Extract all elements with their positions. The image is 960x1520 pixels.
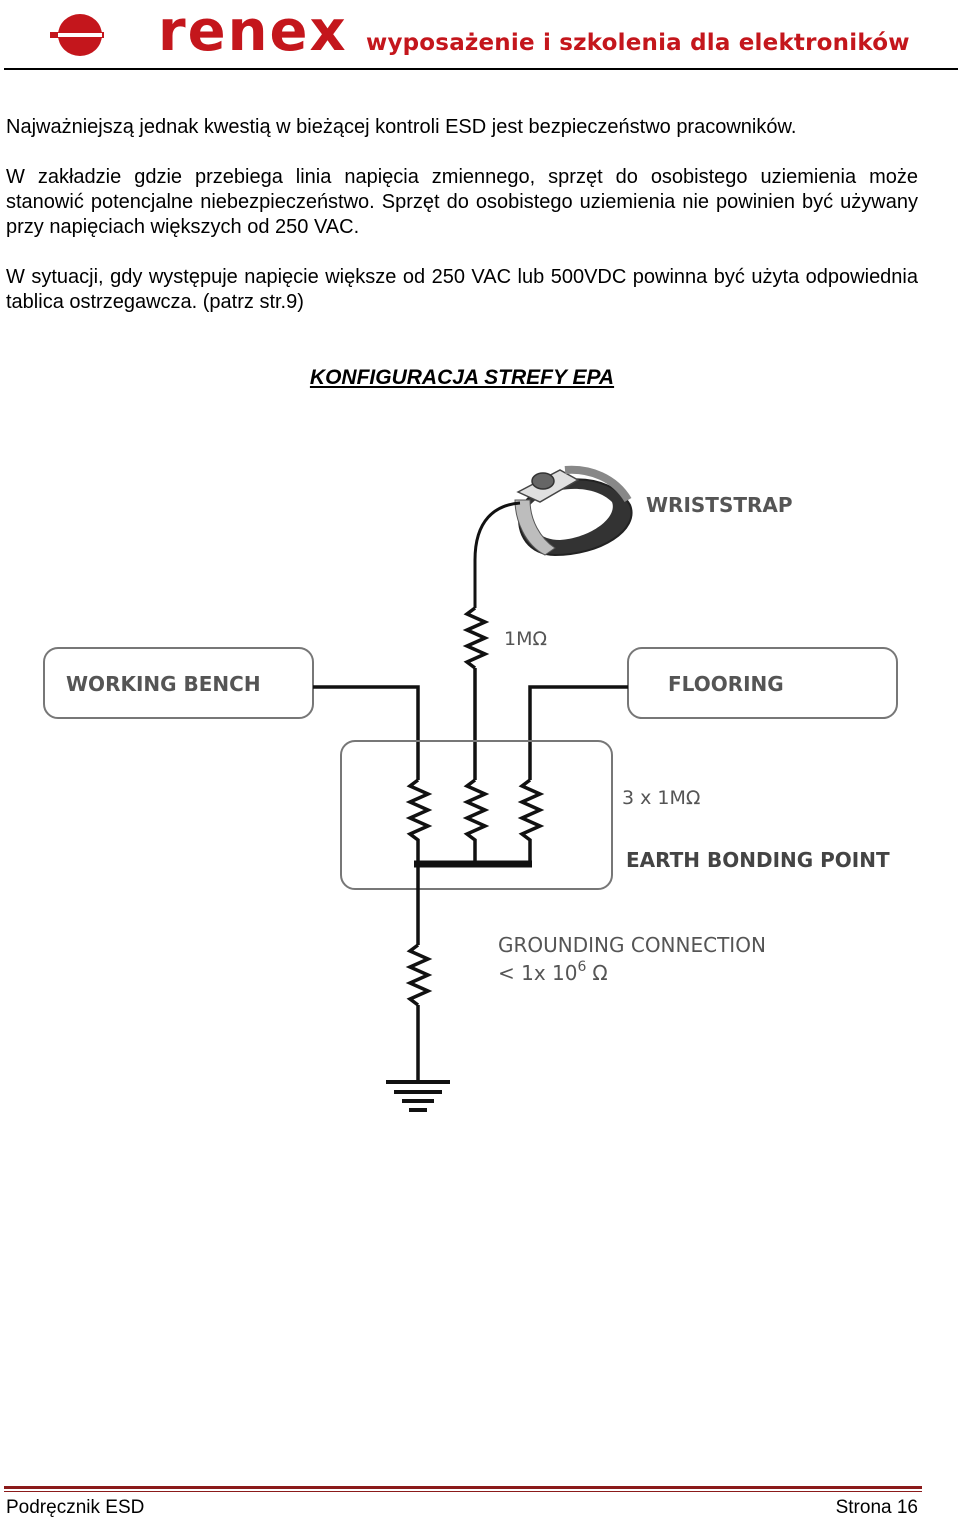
flooring-box [627, 647, 898, 719]
resistor-label: 1MΩ [504, 628, 547, 650]
footer-title: Podręcznik ESD [6, 1497, 145, 1518]
tagline: wyposażenie i szkolenia dla elektroników [366, 30, 910, 56]
wriststrap-icon [514, 465, 633, 557]
epa-configuration-diagram: 1MΩ WRISTSTRAP WORKING BENCH FLOORING 3 … [43, 465, 898, 1112]
triple-resistor-label: 3 x 1MΩ [622, 787, 700, 809]
working-bench-box [43, 647, 314, 719]
ground-symbol-icon [386, 1080, 450, 1112]
grounding-value-unit: Ω [592, 961, 607, 985]
working-bench-label: WORKING BENCH [66, 672, 261, 696]
resistor-top-icon [462, 606, 490, 670]
page-header: renex wyposażenie i szkolenia dla elektr… [0, 0, 960, 72]
page-number: Strona 16 [835, 1497, 918, 1518]
triple-resistor-icon [405, 778, 545, 862]
header-rule [4, 68, 958, 70]
logo-o-icon [50, 14, 104, 56]
grounding-value-exponent: 6 [577, 959, 586, 975]
flooring-label: FLOORING [668, 672, 784, 696]
section-title: KONFIGURACJA STREFY EPA [309, 366, 615, 389]
paragraph-3: W sytuacji, gdy występuje napięcie więks… [6, 266, 918, 313]
grounding-value-prefix: < 1x 10 [498, 961, 577, 985]
resistor-ground-icon [405, 943, 433, 1007]
wriststrap-label: WRISTSTRAP [646, 493, 793, 517]
footer-rule [4, 1486, 922, 1489]
footer-rule-thin [4, 1491, 922, 1492]
paragraph-2: W zakładzie gdzie przebiega linia napięc… [6, 166, 918, 238]
earth-bonding-box [340, 740, 613, 890]
grounding-label: GROUNDING CONNECTION [498, 933, 766, 957]
earth-bonding-label: EARTH BONDING POINT [626, 848, 890, 872]
logo-text: renex [158, 0, 348, 64]
paragraph-1: Najważniejszą jednak kwestią w bieżącej … [6, 116, 797, 138]
